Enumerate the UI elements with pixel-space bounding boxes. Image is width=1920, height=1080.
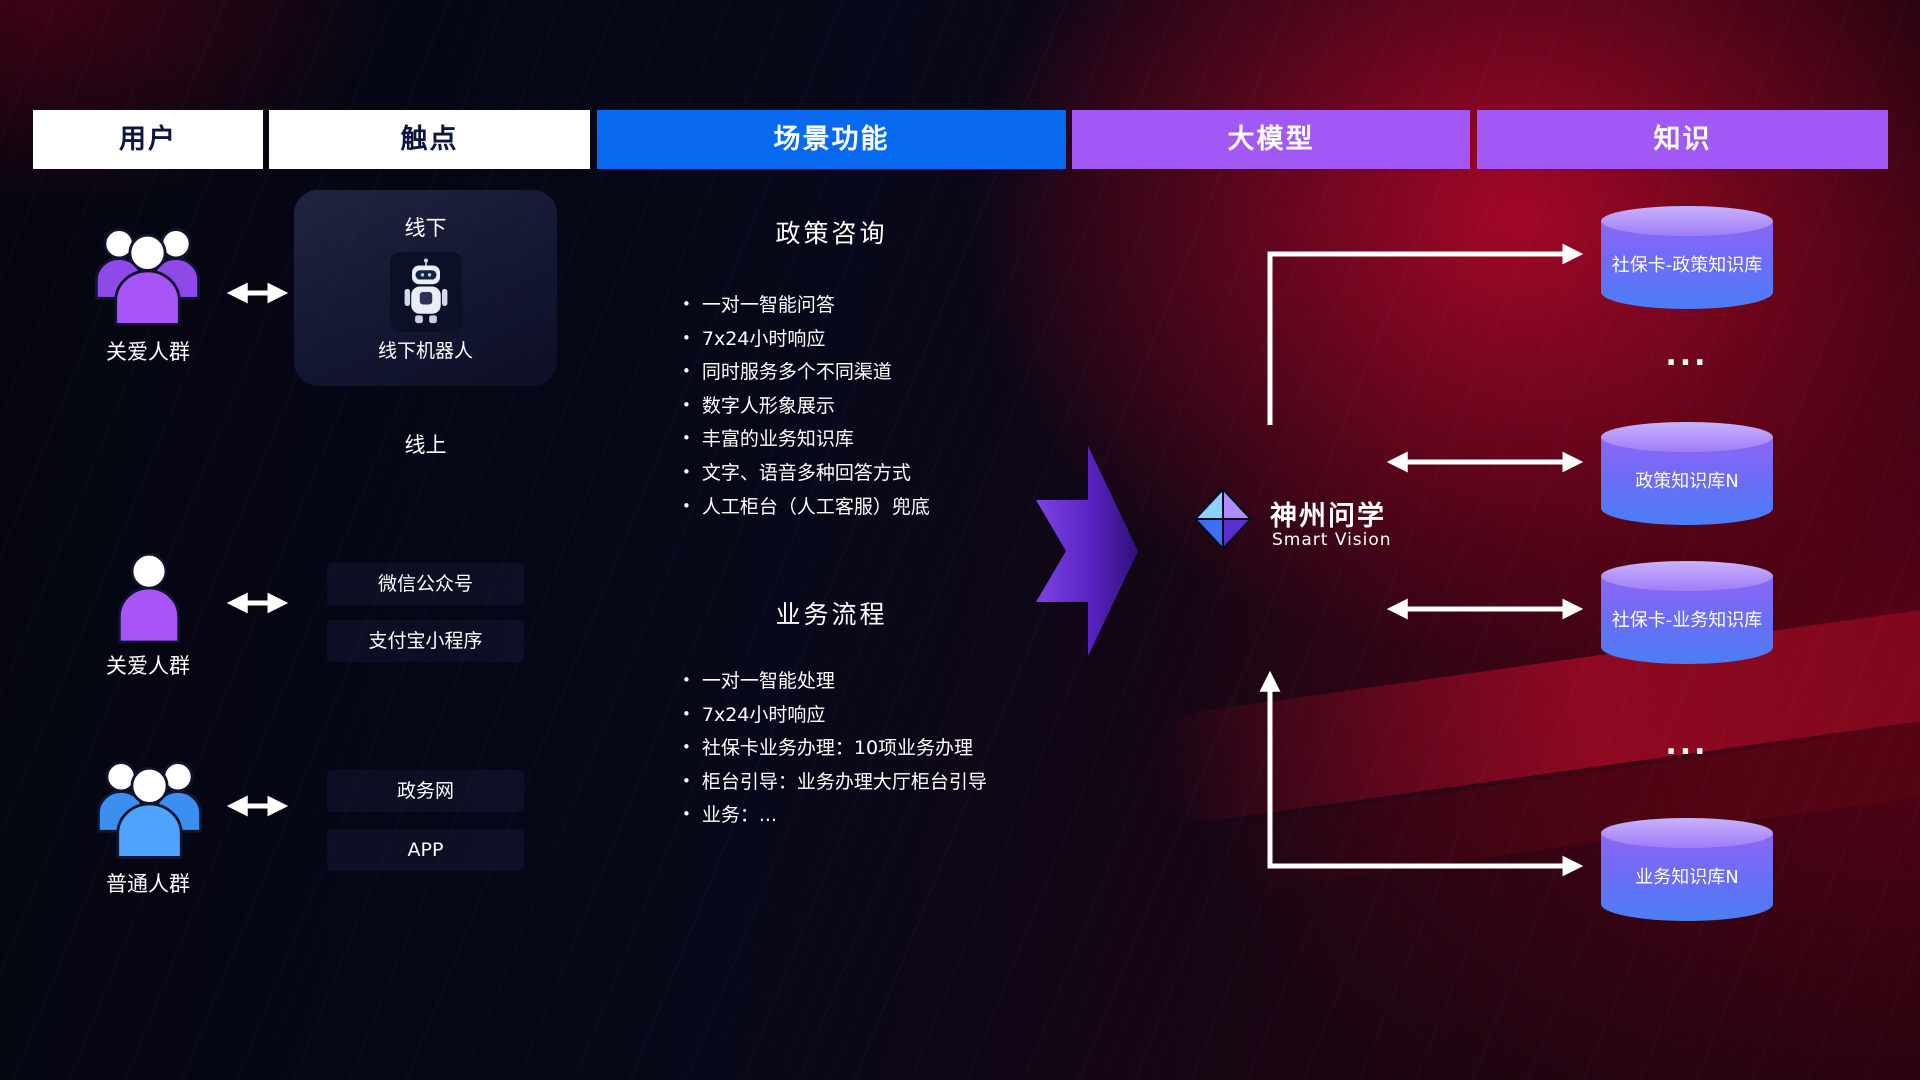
- list-item: 一对一智能问答: [682, 289, 930, 323]
- model-knowledge-elbow-arrow-bottom: [1259, 670, 1584, 877]
- knowledge-db-label: 社保卡-政策知识库: [1611, 254, 1763, 276]
- list-item: 一对一智能处理: [682, 665, 987, 699]
- group-people-icon: [94, 228, 201, 326]
- column-header-scenarios: 场景功能: [597, 110, 1066, 169]
- knowledge-db-cylinder: 业务知识库N: [1601, 818, 1773, 921]
- cylinder-cap: [1601, 422, 1773, 452]
- model-knowledge-elbow-arrow-top: [1267, 243, 1584, 425]
- cylinder-cap: [1601, 206, 1773, 236]
- group-people-icon: [96, 761, 203, 859]
- offline-title: 线下: [404, 216, 447, 240]
- offline-touchpoint-card: 线下 线下机器人: [294, 190, 557, 386]
- flow-arrow-right: [1036, 446, 1138, 656]
- knowledge-db-label: 社保卡-业务知识库: [1611, 609, 1763, 631]
- channel-gov-web: 政务网: [327, 770, 524, 812]
- offline-robot-label: 线下机器人: [377, 340, 473, 362]
- list-item: 社保卡业务办理：10项业务办理: [682, 732, 987, 766]
- list-item: 同时服务多个不同渠道: [682, 356, 930, 390]
- scenario-title-business: 业务流程: [775, 600, 888, 629]
- knowledge-db-cylinder: 社保卡-政策知识库: [1601, 206, 1773, 309]
- list-item: 人工柜台（人工客服）兜底: [682, 491, 930, 525]
- channel-wechat: 微信公众号: [327, 563, 524, 605]
- list-item: 文字、语音多种回答方式: [682, 457, 930, 491]
- smart-vision-logo-icon: [1193, 486, 1253, 552]
- ellipsis-more-dbs: ...: [1665, 727, 1709, 762]
- knowledge-db-label: 业务知识库N: [1635, 866, 1739, 888]
- column-header-users: 用户: [33, 110, 263, 169]
- knowledge-db-label: 政策知识库N: [1635, 470, 1739, 492]
- scenario-title-policy: 政策咨询: [775, 219, 888, 248]
- list-item: 柜台引导：业务办理大厅柜台引导: [682, 766, 987, 800]
- robot-image-frame: [390, 252, 462, 332]
- scenario-policy-list: 一对一智能问答 7x24小时响应 同时服务多个不同渠道 数字人形象展示 丰富的业…: [682, 289, 930, 524]
- list-item: 7x24小时响应: [682, 699, 987, 733]
- user-group-label: 普通人群: [106, 872, 190, 896]
- list-item: 数字人形象展示: [682, 390, 930, 424]
- channel-alipay: 支付宝小程序: [327, 620, 524, 662]
- knowledge-db-cylinder: 政策知识库N: [1601, 422, 1773, 525]
- user-group-label: 关爱人群: [106, 654, 190, 678]
- user-group-label: 关爱人群: [106, 340, 190, 364]
- scenario-business-list: 一对一智能处理 7x24小时响应 社保卡业务办理：10项业务办理 柜台引导：业务…: [682, 665, 987, 833]
- list-item: 7x24小时响应: [682, 323, 930, 357]
- red-swoosh-band: [1147, 582, 1920, 828]
- list-item: 丰富的业务知识库: [682, 423, 930, 457]
- online-title: 线上: [404, 433, 447, 457]
- knowledge-db-cylinder: 社保卡-业务知识库: [1601, 561, 1773, 664]
- channel-app: APP: [327, 829, 524, 871]
- column-header-touchpoints: 触点: [269, 110, 590, 169]
- model-subtitle: Smart Vision: [1272, 530, 1392, 550]
- robot-icon: [404, 258, 448, 324]
- red-swoosh-band-dark: [1229, 697, 1920, 893]
- column-header-model: 大模型: [1072, 110, 1470, 169]
- single-person-icon: [118, 553, 180, 643]
- column-header-knowledge: 知识: [1477, 110, 1888, 169]
- list-item: 业务：...: [682, 799, 987, 833]
- model-name: 神州问学: [1270, 501, 1386, 532]
- ellipsis-more-dbs: ...: [1665, 338, 1709, 373]
